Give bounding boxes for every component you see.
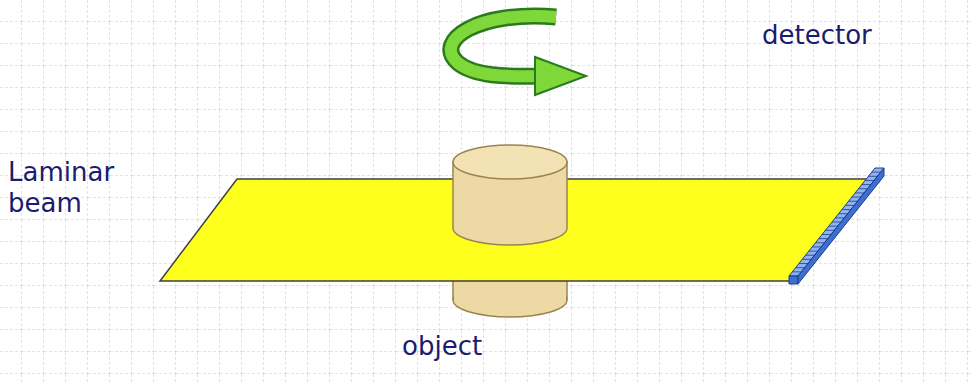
object-label: object xyxy=(402,331,562,362)
detector-element xyxy=(796,267,805,268)
detector-element xyxy=(825,230,834,231)
detector-element xyxy=(812,246,821,247)
beam-label: Laminar beam xyxy=(8,157,138,219)
detector-element xyxy=(865,180,874,181)
detector-element xyxy=(858,188,867,189)
detector-element xyxy=(842,209,851,210)
detector-element xyxy=(845,205,854,206)
detector-element xyxy=(802,259,811,260)
detector-element xyxy=(868,176,877,177)
detector-element xyxy=(852,197,861,198)
detector-label: detector xyxy=(762,20,962,51)
detector-element xyxy=(819,238,828,239)
detector-array xyxy=(789,168,884,284)
detector-element xyxy=(792,271,801,272)
detector-element xyxy=(862,184,871,185)
detector-element xyxy=(832,222,841,223)
detector-element xyxy=(799,263,808,264)
detector-element xyxy=(839,213,848,214)
detector-element xyxy=(872,172,881,173)
detector-element xyxy=(849,201,858,202)
detector-element xyxy=(855,192,864,193)
cylinder-upper xyxy=(453,145,567,245)
detector-element xyxy=(822,234,831,235)
rotation-arrow xyxy=(451,16,586,95)
detector-element xyxy=(806,255,815,256)
detector-element xyxy=(809,251,818,252)
detector-element xyxy=(829,226,838,227)
detector-element xyxy=(835,217,844,218)
detector-element xyxy=(815,242,824,243)
